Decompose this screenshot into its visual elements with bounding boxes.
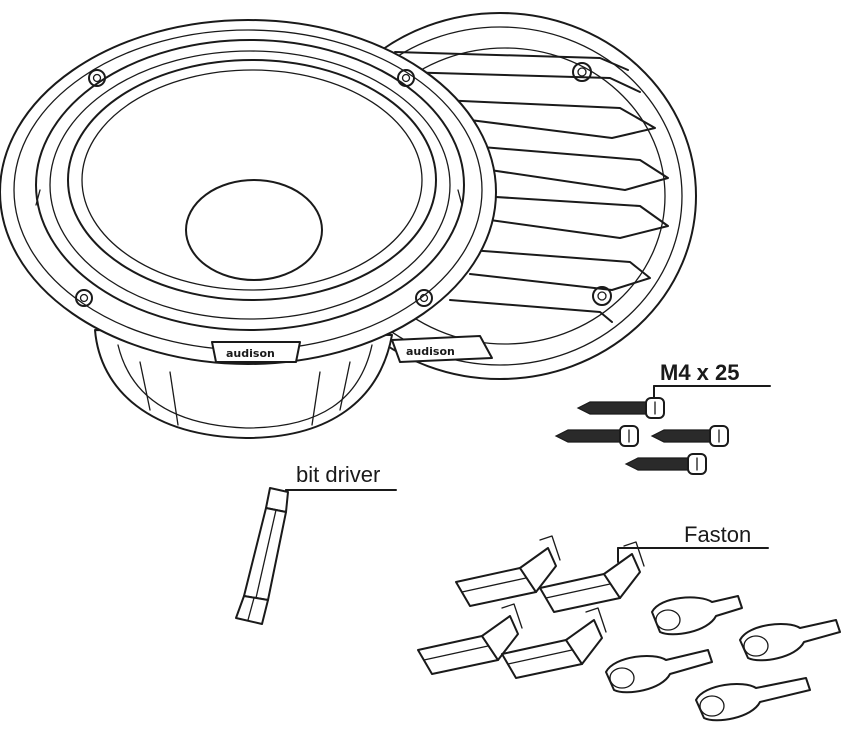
grille-screw-hole-top (572, 62, 592, 82)
woofer-speaker: audison (0, 19, 497, 439)
grille-brand-logo: audison (406, 345, 455, 358)
speaker-brand-logo: audison (226, 347, 275, 360)
faston-group (417, 535, 841, 722)
screw-3 (650, 425, 729, 447)
screw-2 (554, 425, 639, 447)
speaker-mount-hole-bl (75, 289, 93, 307)
screw-4 (624, 453, 707, 475)
speaker-mount-hole-tr (397, 69, 415, 87)
speaker-mount-hole-br (415, 289, 433, 307)
faston-label: Faston (684, 522, 752, 547)
screws-label: M4 x 25 (660, 360, 740, 385)
grille-screw-hole-bottom (592, 286, 612, 306)
faston-sleeve-1 (651, 595, 743, 636)
screws-group (554, 385, 771, 475)
faston-terminal-4 (501, 607, 607, 679)
faston-sleeve-2 (739, 619, 841, 662)
speaker-mount-hole-tl (88, 69, 106, 87)
faston-terminal-2 (539, 541, 645, 613)
bit-driver-label: bit driver (296, 462, 381, 487)
faston-terminal-3 (417, 603, 523, 675)
faston-terminal-1 (455, 535, 561, 607)
bit-driver (235, 487, 397, 625)
screw-1 (576, 397, 665, 419)
faston-sleeve-4 (695, 677, 811, 722)
faston-sleeve-3 (605, 649, 713, 694)
